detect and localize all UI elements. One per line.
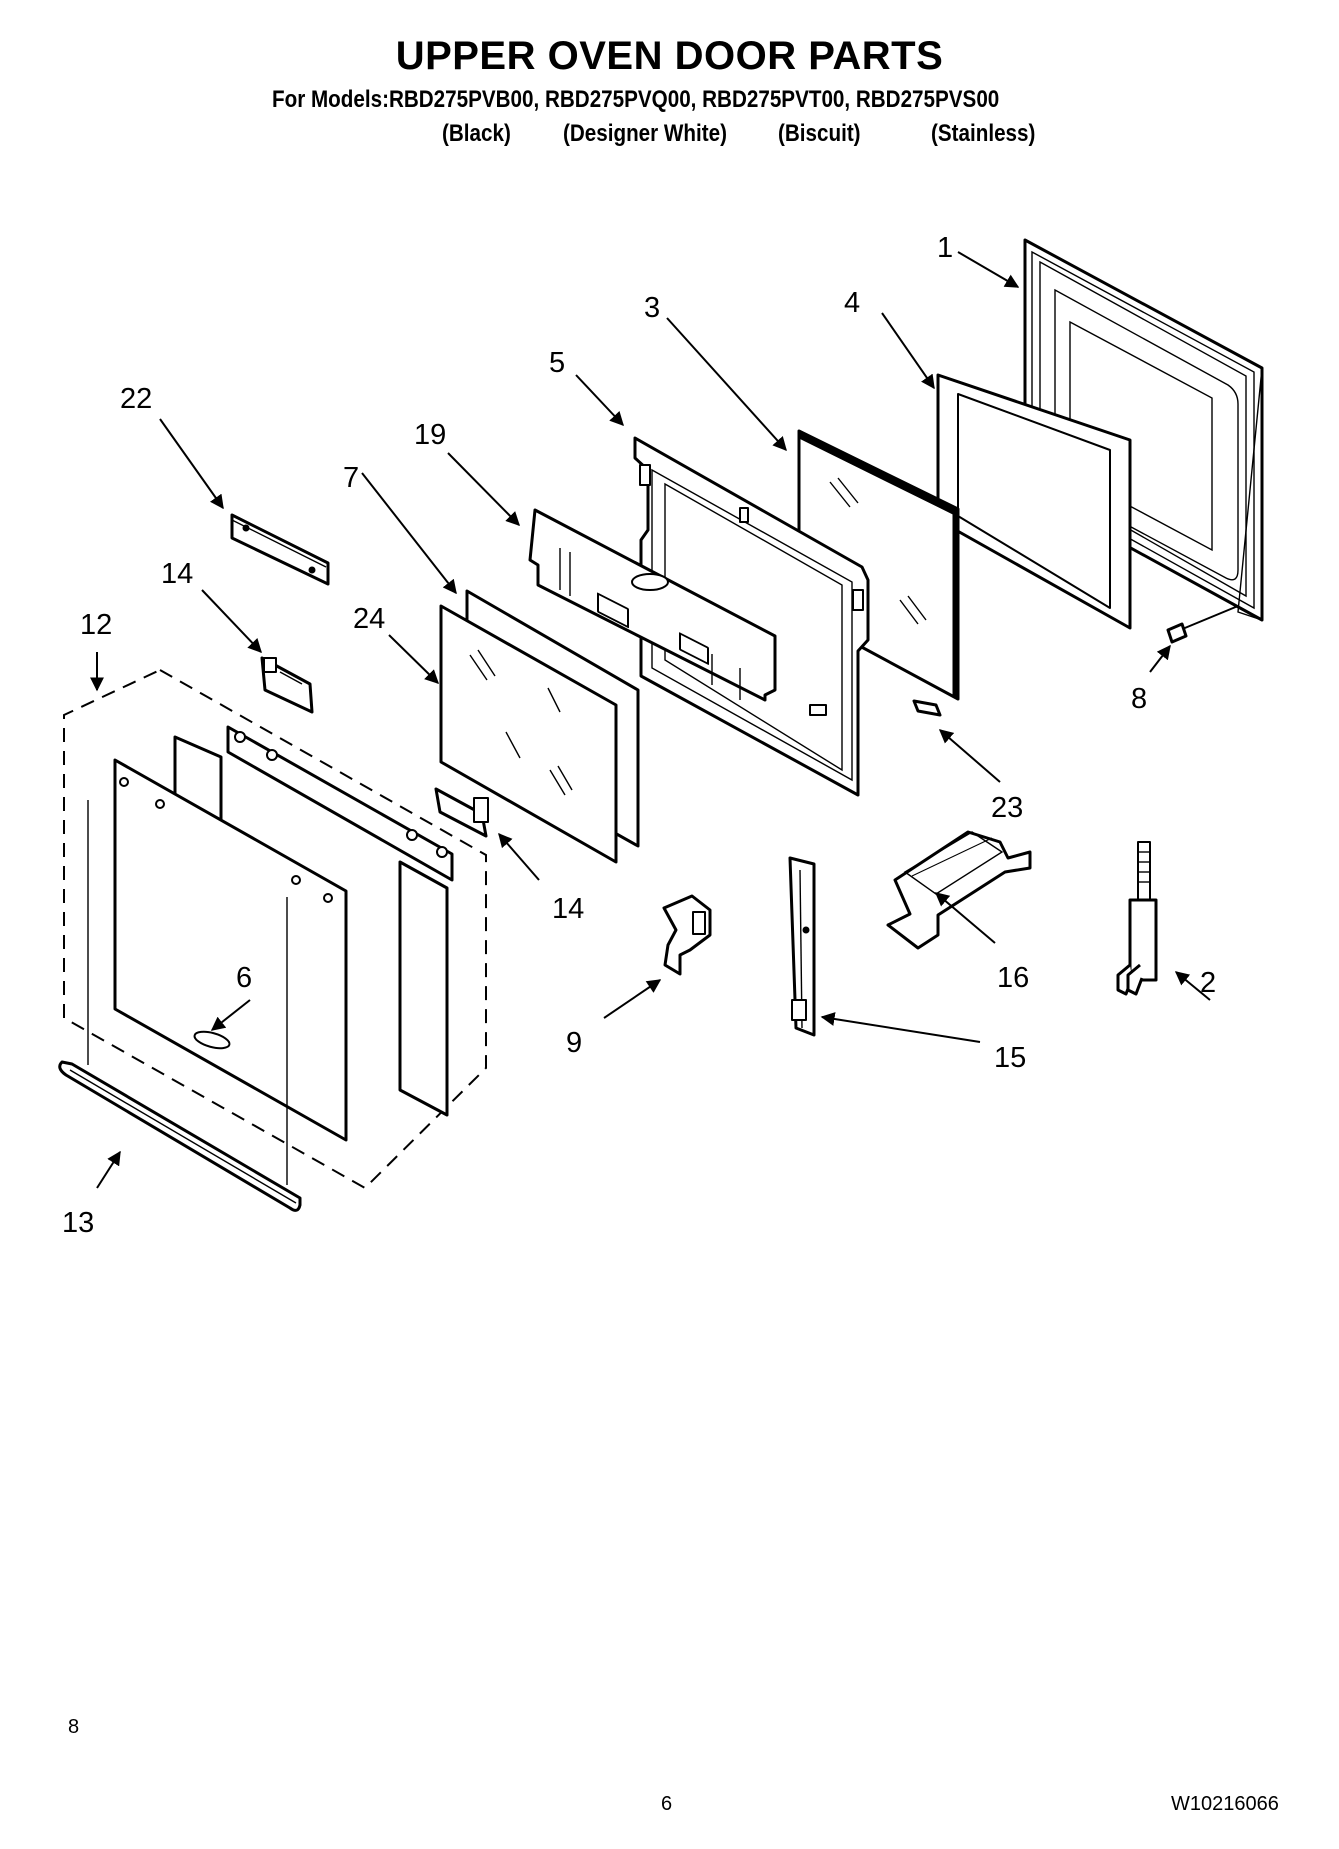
part-24-middle-glass bbox=[439, 604, 618, 864]
callout-14-upper: 14 bbox=[161, 558, 193, 590]
part-14-upper-bracket bbox=[260, 656, 314, 714]
callout-24: 24 bbox=[353, 603, 385, 635]
footer-page-number: 6 bbox=[661, 1793, 673, 1815]
callout-13: 13 bbox=[62, 1207, 94, 1239]
variant-designer-white: (Designer White) bbox=[563, 120, 727, 147]
variant-biscuit: (Biscuit) bbox=[778, 120, 861, 147]
models-line: For Models:RBD275PVB00, RBD275PVQ00, RBD… bbox=[272, 86, 1000, 113]
part-23-clip bbox=[912, 699, 942, 717]
outer-door-panel bbox=[87, 725, 454, 1185]
callout-4: 4 bbox=[844, 287, 860, 319]
part-16-hinge-bracket bbox=[886, 830, 1032, 950]
part-19-heat-shield bbox=[528, 508, 777, 702]
callout-6: 6 bbox=[236, 962, 252, 994]
part-9-bracket bbox=[662, 894, 712, 976]
callout-12: 12 bbox=[80, 609, 112, 641]
footer-document-number: W10216066 bbox=[1171, 1793, 1279, 1815]
part-8-screw bbox=[1166, 605, 1239, 644]
callout-3: 3 bbox=[644, 292, 660, 324]
callout-15: 15 bbox=[994, 1042, 1026, 1074]
callout-5: 5 bbox=[549, 347, 565, 379]
callout-8: 8 bbox=[1131, 683, 1147, 715]
part-22-top-bracket bbox=[230, 513, 330, 586]
callout-23: 23 bbox=[991, 792, 1023, 824]
leader-arrows bbox=[90, 251, 1211, 1189]
part-14-lower-bracket bbox=[434, 787, 489, 838]
variant-black: (Black) bbox=[442, 120, 511, 147]
part-12-outer-door-assembly bbox=[63, 669, 487, 1190]
callout-14-lower: 14 bbox=[552, 893, 584, 925]
callout-19: 19 bbox=[414, 419, 446, 451]
part-4-inner-frame bbox=[936, 373, 1132, 630]
part-2-hinge bbox=[1116, 841, 1158, 996]
callout-22: 22 bbox=[120, 383, 152, 415]
part-15-hinge-rail bbox=[788, 856, 816, 1037]
callout-9: 9 bbox=[566, 1027, 582, 1059]
callout-1: 1 bbox=[937, 232, 953, 264]
footer-left-number: 8 bbox=[68, 1716, 80, 1738]
callout-7: 7 bbox=[343, 462, 359, 494]
variant-stainless: (Stainless) bbox=[931, 120, 1036, 147]
callout-2: 2 bbox=[1200, 967, 1216, 999]
page-title: UPPER OVEN DOOR PARTS bbox=[395, 34, 944, 78]
callout-16: 16 bbox=[997, 962, 1029, 994]
part-13-handle bbox=[58, 1060, 302, 1212]
